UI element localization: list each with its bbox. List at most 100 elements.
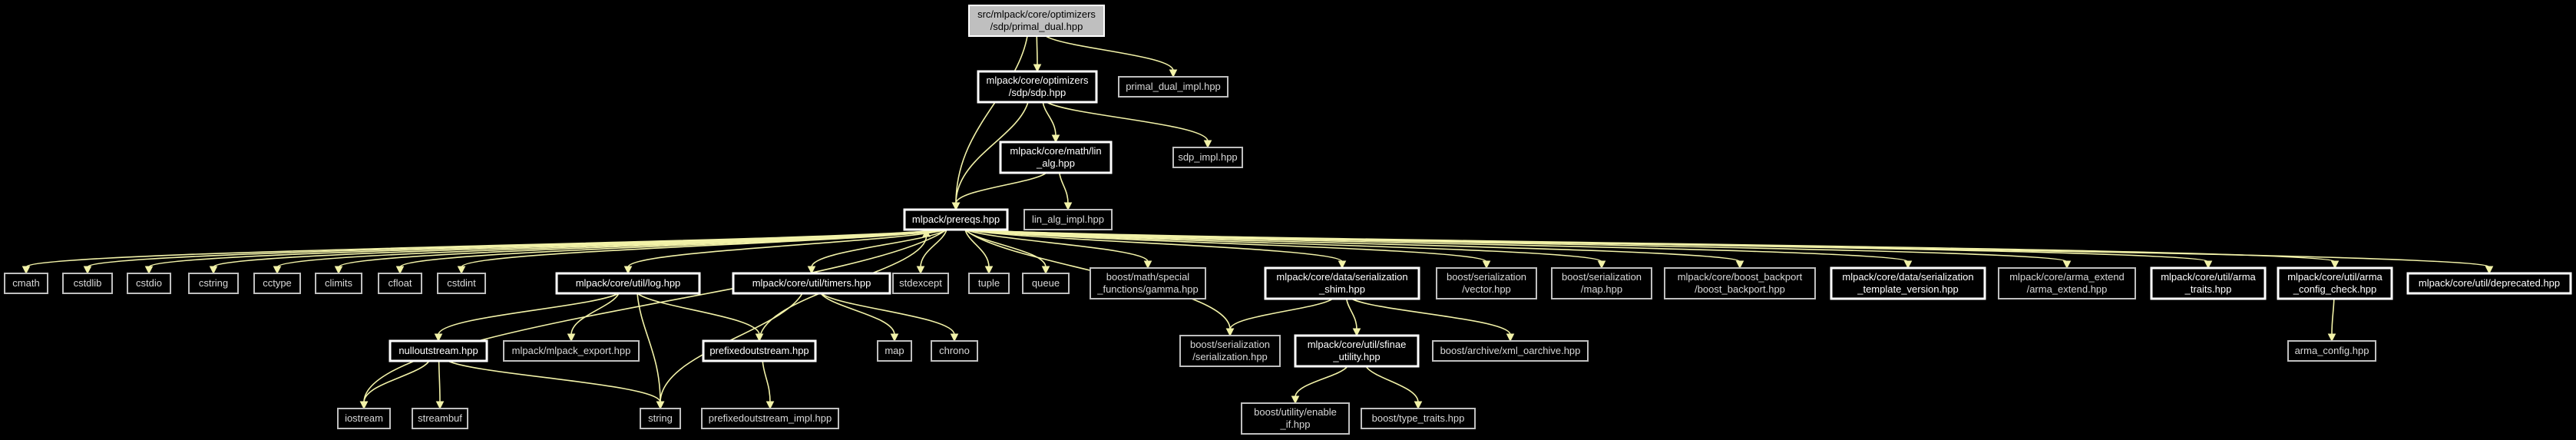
node-label: boost/serialization xyxy=(1447,271,1526,283)
node-cfloat: cfloat xyxy=(378,273,422,294)
node-box xyxy=(503,340,640,362)
arrowhead xyxy=(807,266,816,275)
node-tuple: tuple xyxy=(968,273,1010,294)
node-deprecated[interactable]: mlpack/core/util/deprecated.hpp xyxy=(2406,272,2572,295)
node-label: tuple xyxy=(978,277,1000,289)
node-ser-template[interactable]: mlpack/core/data/serialization_template_… xyxy=(1830,266,1986,300)
node-label: _utility.hpp xyxy=(1332,351,1380,362)
edge-line xyxy=(363,360,430,403)
node-label: mlpack/core/util/log.hpp xyxy=(576,277,681,289)
arrowhead xyxy=(2330,260,2340,270)
node-label: queue xyxy=(1032,277,1060,289)
node-label: boost/serialization xyxy=(1562,271,1642,283)
node-label: lin_alg_impl.hpp xyxy=(1032,213,1104,225)
node-label: cstdlib xyxy=(74,277,102,289)
edge-log_hpp-to-nulloutstream xyxy=(434,293,620,342)
edge-line xyxy=(438,293,620,336)
arrowhead xyxy=(1903,260,1913,270)
node-streambuf: streambuf xyxy=(412,408,468,429)
edge-prefixedoutstream-to-prefixedoutstream_impl xyxy=(762,360,775,410)
node-gamma: boost/math/special_functions/gamma.hpp xyxy=(1090,267,1206,299)
node-boost-serialization: boost/serialization/serialization.hpp xyxy=(1179,335,1281,367)
arrowhead xyxy=(2204,260,2213,270)
node-label: mlpack/prereqs.hpp xyxy=(912,213,1000,225)
node-label: mlpack/core/util/deprecated.hpp xyxy=(2419,277,2560,289)
node-box xyxy=(253,273,301,294)
edge-line xyxy=(627,229,947,268)
edge-line xyxy=(964,229,2490,268)
arrowhead xyxy=(766,401,775,410)
arrowhead xyxy=(1597,260,1606,270)
node-sfinae[interactable]: mlpack/core/util/sfinae_utility.hpp xyxy=(1294,334,1420,368)
node-box xyxy=(437,273,486,294)
node-box xyxy=(1241,402,1350,435)
node-box xyxy=(1172,147,1243,168)
node-cstdlib: cstdlib xyxy=(62,273,113,294)
node-string: string xyxy=(640,408,681,429)
node-label: /vector.hpp xyxy=(1462,283,1511,295)
node-box xyxy=(2287,340,2376,362)
edge-sdp_hpp-to-lin_alg xyxy=(1042,101,1060,144)
arrowhead xyxy=(1169,69,1178,78)
edge-prereqs-to-log_hpp xyxy=(623,229,947,275)
arrowhead xyxy=(2485,266,2494,275)
edge-prereqs-to-tuple xyxy=(964,229,994,275)
edge-nulloutstream-to-streambuf xyxy=(435,360,445,410)
edge-timers_hpp-to-map xyxy=(820,293,899,342)
node-label: map xyxy=(885,345,904,356)
node-timers-hpp[interactable]: mlpack/core/util/timers.hpp xyxy=(732,272,891,295)
node-label: mlpack/mlpack_export.hpp xyxy=(512,345,631,356)
node-box xyxy=(1022,273,1070,294)
node-box xyxy=(640,408,681,429)
edge-prereqs-to-deprecated xyxy=(964,229,2494,275)
arrowhead xyxy=(1338,260,1347,270)
edge-line xyxy=(570,293,620,336)
node-arma-traits[interactable]: mlpack/core/util/arma_traits.hpp xyxy=(2150,266,2267,300)
edge-prereqs-to-stdexcept xyxy=(916,229,947,275)
node-box xyxy=(412,408,468,429)
node-label: boost/serialization xyxy=(1190,339,1270,350)
node-box xyxy=(337,408,391,429)
node-box xyxy=(188,273,239,294)
node-label: src/mlpack/core/optimizers xyxy=(977,8,1096,20)
node-box xyxy=(968,5,1105,37)
node-label: _functions/gamma.hpp xyxy=(1096,283,1199,295)
node-stdexcept: stdexcept xyxy=(892,273,949,294)
node-log-hpp[interactable]: mlpack/core/util/log.hpp xyxy=(555,272,701,295)
node-box xyxy=(1090,267,1206,299)
edge-timers_hpp-to-chrono xyxy=(820,293,959,342)
node-label: primal_dual_impl.hpp xyxy=(1126,81,1221,92)
node-box xyxy=(389,339,488,362)
node-label: cctype xyxy=(263,277,292,289)
node-sdp-impl: sdp_impl.hpp xyxy=(1172,147,1243,168)
node-label: /boost_backport.hpp xyxy=(1695,283,1785,295)
node-climits: climits xyxy=(315,273,362,294)
node-lin-alg[interactable]: mlpack/core/math/lin_alg.hpp xyxy=(999,141,1113,174)
node-nulloutstream[interactable]: nulloutstream.hpp xyxy=(389,339,488,362)
node-label: iostream xyxy=(345,412,383,424)
node-arma-config-check[interactable]: mlpack/core/util/arma_config_check.hpp xyxy=(2277,266,2393,300)
node-label: cstdio xyxy=(136,277,162,289)
node-box xyxy=(903,208,1009,231)
node-label: cstdint xyxy=(447,277,476,289)
edge-line xyxy=(820,293,895,336)
dependency-edges xyxy=(21,35,2494,410)
node-sdp-hpp[interactable]: mlpack/core/optimizers/sdp/sdp.hpp xyxy=(977,70,1098,104)
node-prefixedoutstream[interactable]: prefixedoutstream.hpp xyxy=(702,339,817,362)
edge-line xyxy=(1229,298,1334,330)
node-label: /arma_extend.hpp xyxy=(2027,283,2108,295)
file-nodes: src/mlpack/core/optimizers/sdp/primal_du… xyxy=(4,5,2572,435)
arrowhead xyxy=(434,333,443,342)
node-box xyxy=(892,273,949,294)
edge-primal_dual-to-sdp_hpp xyxy=(1033,35,1042,73)
arrowhead xyxy=(2327,333,2336,342)
arrowhead xyxy=(457,266,466,275)
node-ser-shim[interactable]: mlpack/core/data/serialization_shim.hpp xyxy=(1264,266,1420,300)
node-lin-alg-impl: lin_alg_impl.hpp xyxy=(1023,209,1113,230)
edge-line xyxy=(964,229,1343,263)
edge-prereqs-to-gamma xyxy=(964,229,1152,270)
arrowhead xyxy=(83,266,92,275)
node-iostream: iostream xyxy=(337,408,391,429)
node-prereqs[interactable]: mlpack/prereqs.hpp xyxy=(903,208,1009,231)
